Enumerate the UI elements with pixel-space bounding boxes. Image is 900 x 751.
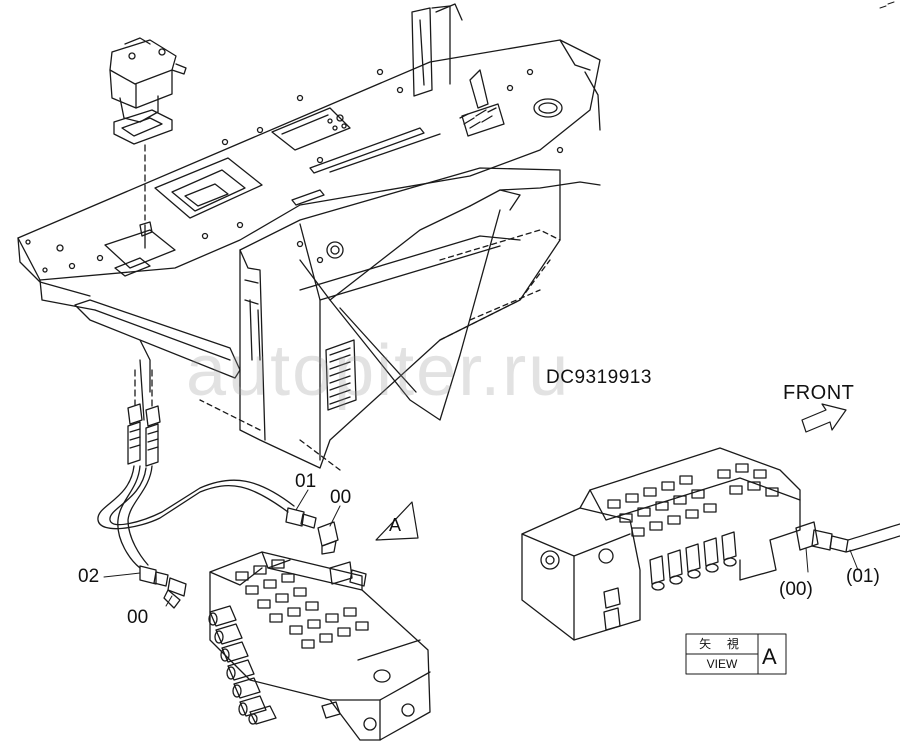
front-direction-arrow — [801, 403, 847, 433]
callout-00-lower: 00 — [127, 607, 149, 628]
callout-view-00: (00) — [779, 579, 813, 600]
callout-02: 02 — [78, 566, 100, 587]
callout-00-upper: 00 — [330, 487, 352, 508]
watermark-text: autopiter.ru — [186, 331, 571, 411]
cab-floor-frame — [17, 3, 601, 421]
switch-assembly — [109, 37, 187, 249]
callout-01: 01 — [295, 471, 317, 492]
view-a-marker-triangle — [375, 501, 419, 541]
hose-lines — [97, 369, 339, 609]
control-valve-main — [208, 551, 431, 741]
view-a-label-box — [685, 633, 787, 675]
control-valve-view-a — [521, 447, 900, 641]
front-label: FRONT — [783, 382, 855, 404]
leader-lines — [103, 489, 859, 607]
drawing-number: DC9319913 — [546, 367, 652, 388]
view-box-letter: A — [762, 644, 777, 669]
view-a-box: 矢 視 VIEW A — [686, 634, 786, 674]
view-box-english: VIEW — [706, 657, 738, 671]
view-marker-letter: A — [389, 515, 402, 535]
view-box-japanese: 矢 視 — [699, 637, 745, 651]
callout-view-01: (01) — [846, 566, 880, 587]
cab-housing — [199, 167, 601, 471]
